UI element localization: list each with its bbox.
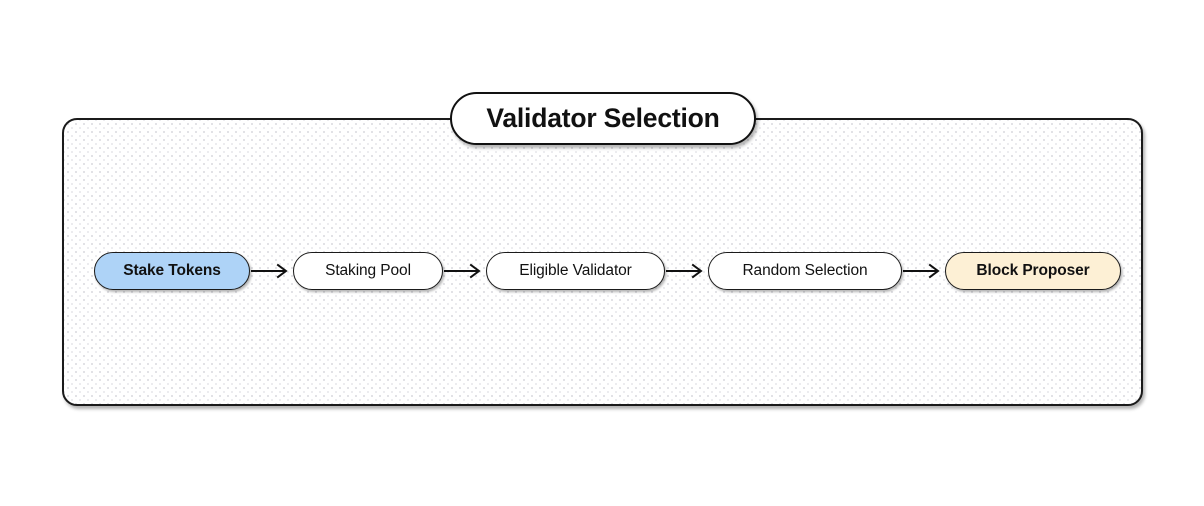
arrow-right-icon [444, 263, 481, 279]
node-staking-pool[interactable]: Staking Pool [293, 252, 443, 290]
node-stake-tokens[interactable]: Stake Tokens [94, 252, 250, 290]
node-label: Eligible Validator [519, 262, 632, 279]
flow-node-row: Stake Tokens Staking Pool Eligible Valid… [0, 251, 1204, 291]
page-title: Validator Selection [486, 103, 720, 133]
arrow-right-icon [666, 263, 703, 279]
arrow-right-icon [251, 263, 288, 279]
node-block-proposer[interactable]: Block Proposer [945, 252, 1121, 290]
node-eligible-validator[interactable]: Eligible Validator [486, 252, 665, 290]
node-random-selection[interactable]: Random Selection [708, 252, 902, 290]
diagram-title-pill: Validator Selection [450, 92, 756, 145]
node-label: Stake Tokens [123, 262, 221, 279]
node-label: Block Proposer [976, 262, 1090, 279]
node-label: Random Selection [742, 262, 868, 279]
arrow-right-icon [903, 263, 940, 279]
node-label: Staking Pool [325, 262, 411, 279]
